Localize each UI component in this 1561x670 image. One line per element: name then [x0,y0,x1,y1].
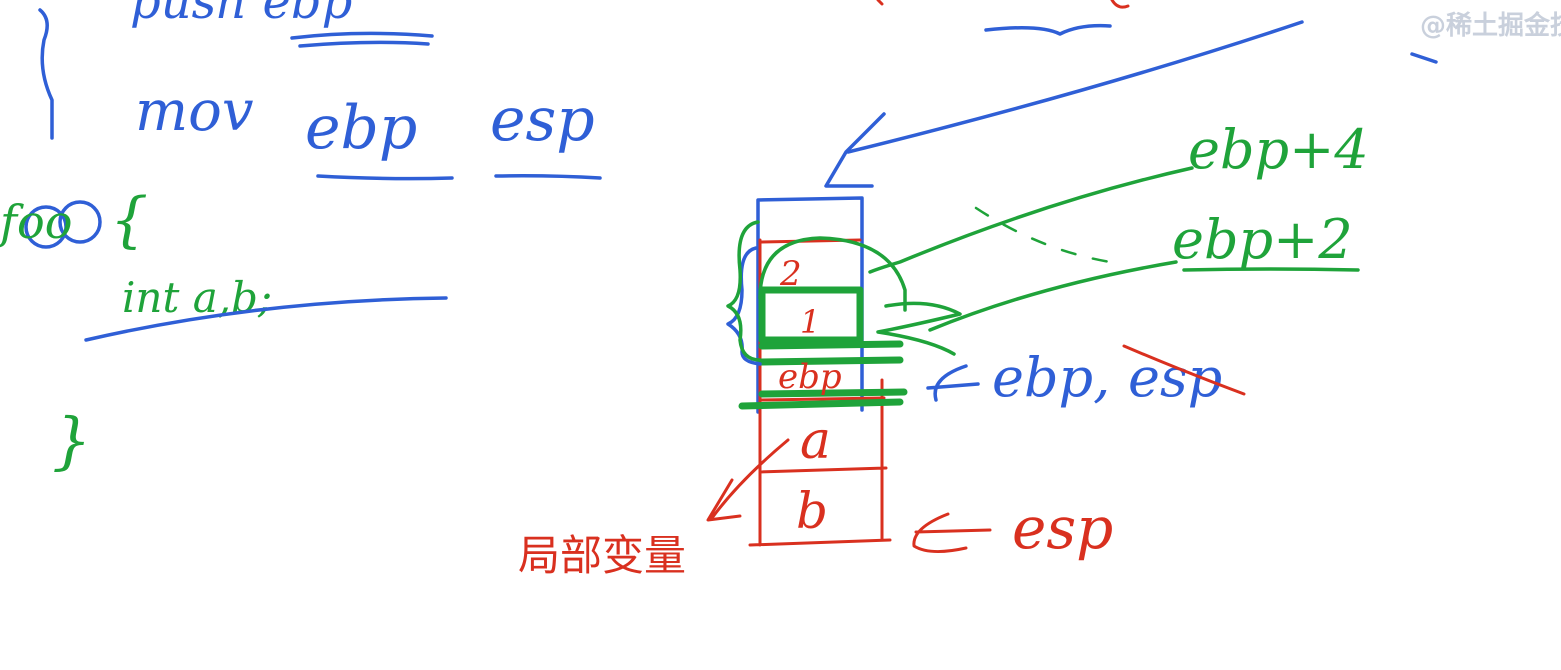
stack-cell-ebp-label: ebp [778,357,842,397]
esp-strike-line [1122,344,1246,396]
label-ebp-plus-2: ebp+2 [1172,208,1353,271]
ebp-plus-2-scribble [876,301,962,356]
stack-cell-b: b [796,482,828,540]
local-vars-annotation: 局部变量 [518,438,790,580]
stack-cell-1: 1 [758,286,864,344]
label-ebp-marker: ebp, [992,346,1110,409]
esp-arrow-shape [912,512,992,553]
esp-pointer: esp [912,494,1113,562]
code-mov-keyword: mov [135,79,254,144]
label-esp-struck: esp [1128,346,1222,409]
label-local-vars: 局部变量 [518,531,686,580]
push-underline [290,31,434,48]
ebp-plus-2-underline [1182,267,1360,272]
register-markers: ebp, esp [926,344,1246,409]
ebp-marker-arrow [926,364,980,402]
foo-circle-1 [24,205,68,249]
pointer-arrow [824,20,1304,188]
mov-src-underline [494,174,602,180]
mov-dst-underline [316,174,454,181]
stack-left-brace [726,246,762,366]
top-partial-strokes [876,0,1438,64]
stack-cell-a-label: a [800,411,831,471]
stack-cell-2: 2 [758,236,907,312]
code-mov-src: esp [490,85,595,155]
stack-cell-a: a [800,411,831,471]
stack-cell-b-label: b [796,482,828,540]
code-func-name: foo [0,195,72,249]
decl-underline [84,296,448,342]
foo-circle-2 [58,200,102,244]
code-push-line: push ebp [130,0,352,30]
code-block: push ebp mov ebp esp foo { int a,b; } [0,0,602,477]
stack-cell-1-label: 1 [800,303,820,341]
stack-cell-2-label: 2 [779,254,802,294]
stack-green-brace [726,220,762,362]
ebp-plus-2-line [928,260,1178,332]
ebp-plus-4-dash [974,206,1112,264]
code-decl: int a,b; [122,273,272,322]
code-open-brace: { [110,185,148,255]
code-left-brace [38,8,54,140]
label-ebp-plus-4: ebp+4 [1188,118,1369,181]
ebp-plus-4-line [868,166,1194,274]
watermark-text: @稀土掘金技术社区 [1420,10,1561,41]
label-esp-arrow: esp [1012,494,1113,562]
stack-cell-ebp: ebp [738,340,908,410]
offset-labels: ebp+4 ebp+2 [868,118,1369,356]
local-vars-arrow [706,438,790,522]
code-mov-dst: ebp [305,93,417,163]
code-close-brace: } [52,404,91,477]
stack-diagram: 2 1 ebp a b [726,196,908,547]
